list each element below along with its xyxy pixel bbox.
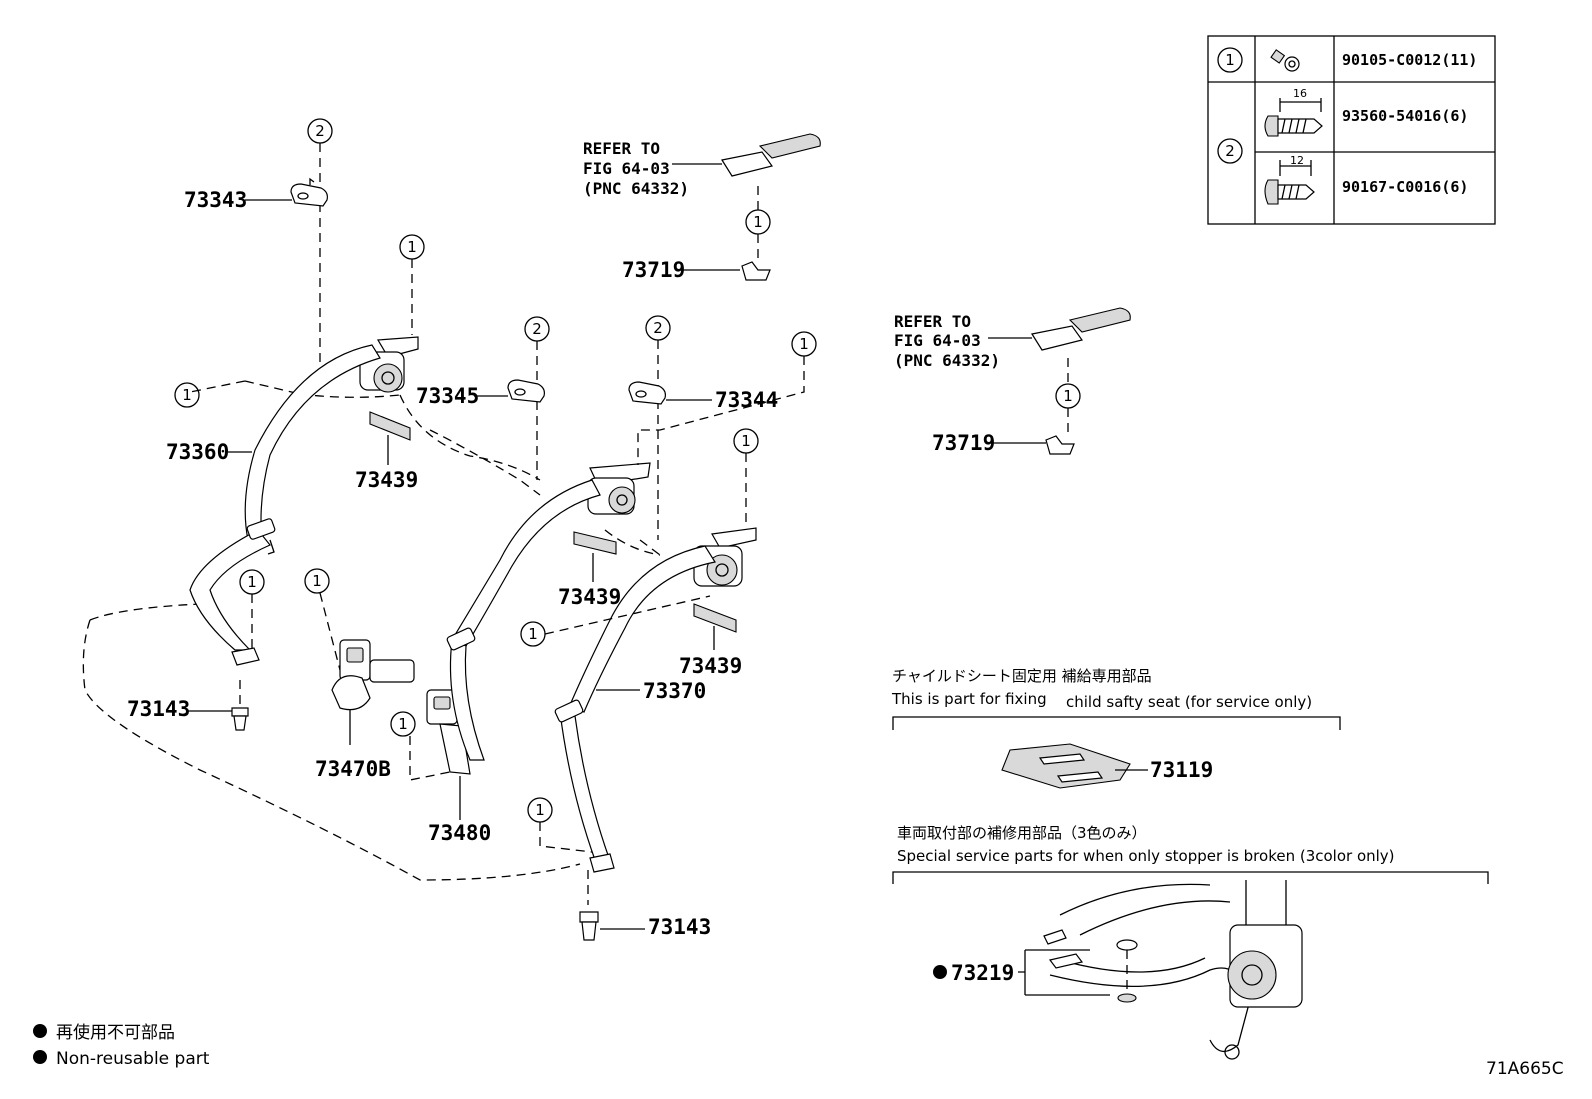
stopper-note-en: Special service parts for when only stop…: [897, 847, 1395, 865]
child-seat-note-jp: チャイルドシート固定用 補給専用部品: [892, 667, 1152, 685]
part-label-73439-b: 73439: [558, 585, 621, 609]
table-key-2-icon: [1217, 138, 1243, 164]
svg-text:(PNC 64332): (PNC 64332): [894, 351, 1000, 370]
svg-text:FIG 64-03: FIG 64-03: [894, 331, 981, 350]
svg-text:2: 2: [532, 320, 542, 338]
part-label-73370: 73370: [643, 679, 706, 703]
dimension-12: 12: [1290, 154, 1304, 167]
legend-jp: 再使用不可部品: [56, 1022, 175, 1043]
part-label-73439-c: 73439: [679, 654, 742, 678]
callout-2: 2: [315, 122, 325, 140]
stopper-note-jp: 車両取付部の補修用部品（3色のみ）: [897, 824, 1147, 842]
part-label-73439-a: 73439: [355, 468, 418, 492]
figure-code: 71A665C: [1486, 1059, 1564, 1079]
svg-text:REFER TO: REFER TO: [583, 139, 660, 158]
table-key-2: 2: [1225, 142, 1235, 160]
legend-en: Non-reusable part: [56, 1049, 210, 1069]
fastener-table: 1 2 16 12 90105-C0012(11): [1207, 35, 1496, 225]
part-label-73343: 73343: [184, 188, 247, 212]
svg-text:1: 1: [799, 335, 809, 353]
svg-text:1: 1: [753, 213, 763, 231]
child-seat-note-en-b: child safty seat (for service only): [1066, 693, 1312, 711]
tapping-screw-12-icon: 12: [1264, 154, 1315, 205]
child-seat-note-en-a: This is part for fixing: [891, 690, 1047, 708]
refer-note-1: REFER TO FIG 64-03 (PNC 64332): [583, 139, 689, 198]
tether-bracket-icon: [721, 133, 821, 177]
flange-bolt-icon: [1270, 49, 1300, 72]
part-label-73219: 73219: [951, 961, 1014, 985]
table-code-1: 90105-C0012(11): [1342, 51, 1477, 69]
part-label-73719-b: 73719: [932, 431, 995, 455]
part-label-73470b: 73470B: [315, 757, 391, 781]
part-label-73143-right: 73143: [648, 915, 711, 939]
part-label-73119: 73119: [1150, 758, 1213, 782]
pad-73439-right-icon: [693, 603, 737, 633]
buckle-73470b-icon: [331, 639, 415, 711]
refer-note-2: REFER TO FIG 64-03 (PNC 64332): [894, 312, 1000, 370]
svg-text:1: 1: [398, 715, 408, 733]
callout-1: 1: [407, 238, 417, 256]
svg-text:1: 1: [528, 625, 538, 643]
tapping-screw-16-icon: 16: [1264, 87, 1323, 137]
part-label-73719-a: 73719: [622, 258, 685, 282]
trim-cover-73344-icon: [628, 381, 666, 405]
bracket-73719-icon: [741, 261, 771, 281]
svg-text:FIG 64-03: FIG 64-03: [583, 159, 670, 178]
dimension-16: 16: [1293, 87, 1307, 100]
trim-cover-73343-icon: [290, 177, 328, 207]
child-seat-anchor-73119-icon: [1001, 743, 1131, 789]
part-label-73480: 73480: [428, 821, 491, 845]
legend-dot-icon: [33, 1024, 47, 1038]
svg-text:REFER TO: REFER TO: [894, 312, 971, 331]
part-label-73360: 73360: [166, 440, 229, 464]
part-label-73345: 73345: [416, 384, 479, 408]
legend-dot-icon: [33, 1050, 47, 1064]
bolt-73143-right-icon: [579, 911, 599, 941]
svg-text:1: 1: [535, 801, 545, 819]
bolt-73143-left-icon: [231, 680, 249, 731]
retractor-center-icon: [587, 462, 651, 515]
non-reusable-dot-icon: [933, 965, 947, 979]
tether-bracket-right-icon: [1031, 307, 1131, 351]
svg-text:1: 1: [247, 573, 257, 591]
table-key-1: 1: [1225, 51, 1235, 69]
svg-text:1: 1: [741, 432, 751, 450]
part-label-73143-left: 73143: [127, 697, 190, 721]
svg-text:1: 1: [1063, 387, 1073, 405]
seat-back-outline: [399, 394, 661, 556]
svg-text:(PNC 64332): (PNC 64332): [583, 179, 689, 198]
stopper-detail-icon: [1043, 880, 1303, 1060]
table-key-1-icon: [1217, 47, 1243, 73]
pad-73439-icon: [369, 411, 411, 441]
svg-text:1: 1: [182, 386, 192, 404]
belt-webbing-center: [451, 479, 601, 647]
table-code-3: 90167-C0016(6): [1342, 178, 1468, 196]
svg-text:2: 2: [653, 319, 663, 337]
part-label-73344: 73344: [715, 388, 778, 412]
rear-seat-outline: [82, 380, 661, 881]
trim-cover-73345-icon: [507, 379, 545, 403]
pad-73439-center-icon: [573, 531, 617, 555]
bracket-73719-right-icon: [1045, 435, 1075, 455]
svg-text:1: 1: [312, 572, 322, 590]
table-code-2: 93560-54016(6): [1342, 107, 1468, 125]
